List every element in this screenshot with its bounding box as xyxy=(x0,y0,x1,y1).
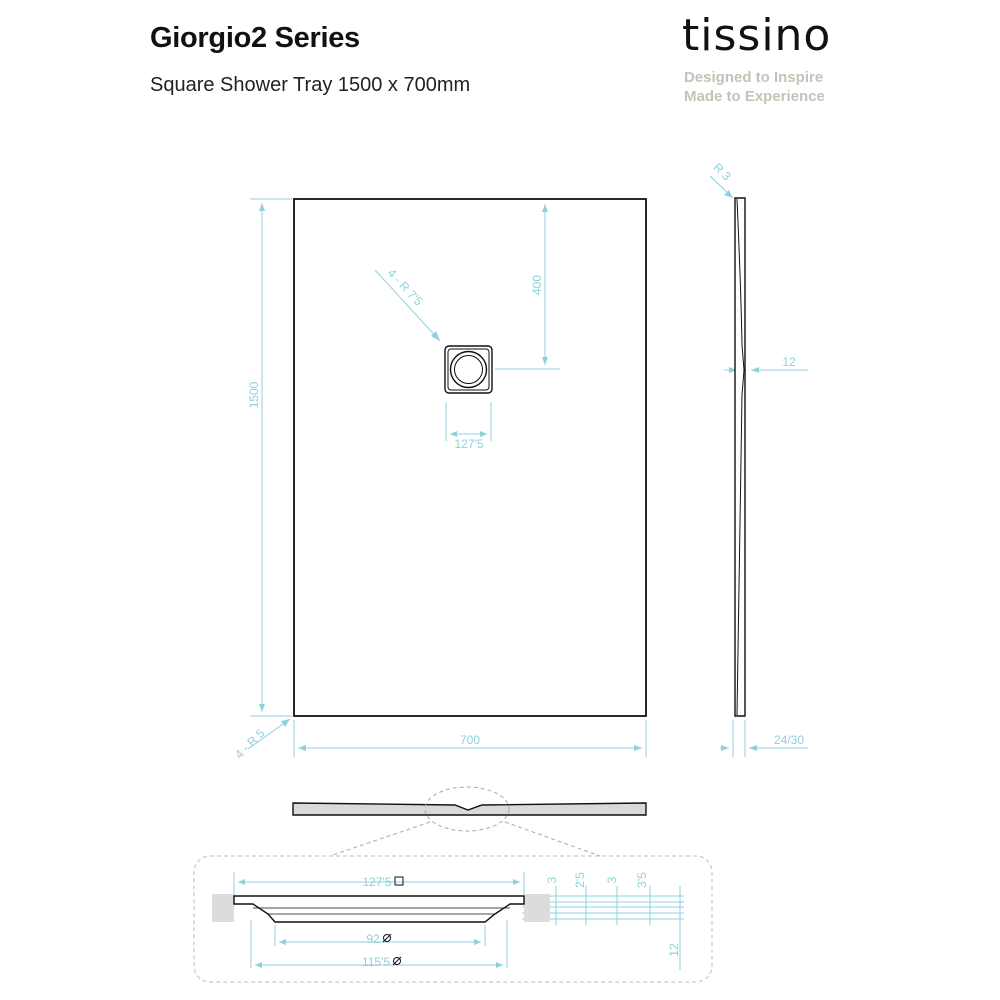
side-thickness-label: 24/30 xyxy=(774,733,804,747)
brand-logo: tissino xyxy=(682,10,832,61)
detail-depth-label: 12 xyxy=(667,943,681,957)
tray-side-view xyxy=(734,197,746,717)
tagline-line-1: Designed to Inspire xyxy=(684,69,824,86)
tagline-line-2: Made to Experience xyxy=(684,88,825,105)
drain-square xyxy=(444,345,493,394)
page-subtitle: Square Shower Tray 1500 x 700mm xyxy=(150,74,471,96)
page-title: Giorgio2 Series xyxy=(150,22,360,54)
tray-radius-label: 4 - R 5 xyxy=(232,726,268,762)
diameter-symbol-icon xyxy=(393,957,401,965)
drain-size-label: 127'5 xyxy=(455,437,484,451)
step-2-label: 2'5 xyxy=(573,872,587,888)
side-depth-label: 12 xyxy=(782,355,796,369)
tray-section-view xyxy=(292,802,647,816)
length-label: 1500 xyxy=(247,381,261,408)
detail-top-label: 127'5 xyxy=(363,875,392,889)
tray-top-view xyxy=(293,198,647,717)
square-symbol-icon xyxy=(394,876,404,886)
step-1-label: 3 xyxy=(545,876,559,883)
drain-circle xyxy=(449,350,488,389)
detail-outer-label: 115'5 xyxy=(362,955,390,969)
drain-detail xyxy=(233,895,525,923)
step-4-label: 3'5 xyxy=(635,872,649,888)
width-label: 700 xyxy=(460,733,480,747)
step-3-label: 3 xyxy=(605,876,619,883)
detail-inner-label: 92 xyxy=(366,932,380,946)
drain-offset-label: 400 xyxy=(530,275,544,295)
diameter-symbol-icon xyxy=(383,934,391,942)
